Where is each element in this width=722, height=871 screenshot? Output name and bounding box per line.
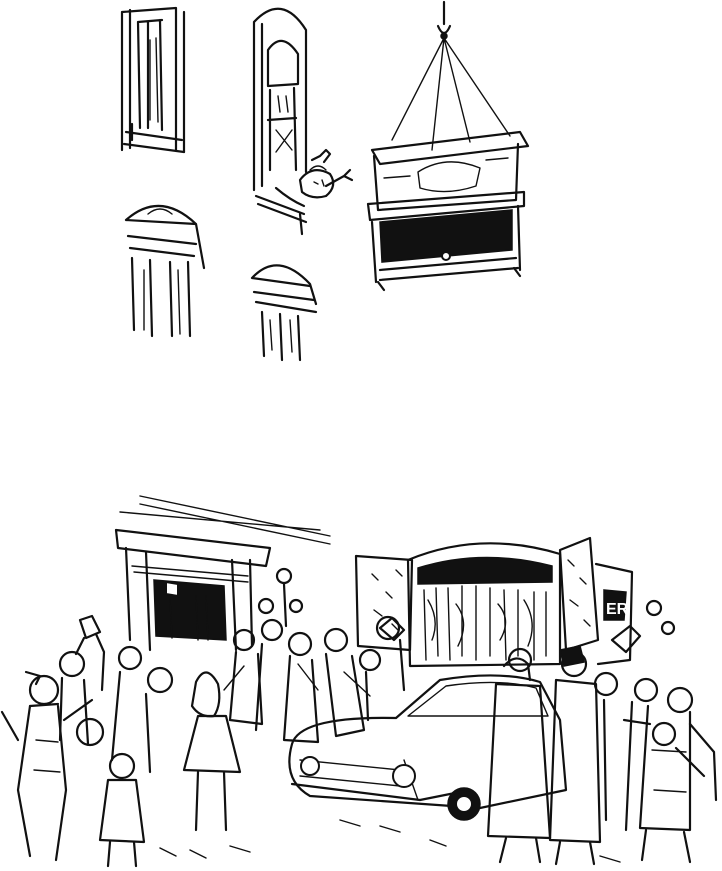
building-window-mid-right <box>250 264 318 362</box>
crowd-heads <box>75 615 694 747</box>
hoisted-piano-group <box>366 0 530 292</box>
building-wall-lines <box>119 495 331 545</box>
building-window-top-left <box>120 6 186 154</box>
crane-hook-icon <box>436 0 452 40</box>
person-man-long-coat <box>486 657 552 864</box>
ground-hatching <box>159 819 621 863</box>
crowd-bodies <box>110 638 406 774</box>
man-in-window-figure <box>274 148 354 208</box>
building-window-with-man <box>252 7 354 236</box>
truck-sign-text: ER <box>606 601 629 618</box>
car <box>288 674 568 821</box>
person-group-right <box>602 698 718 864</box>
car-headlight-left <box>300 756 320 776</box>
upright-piano <box>366 130 530 292</box>
person-child-front-left <box>98 752 146 868</box>
raised-cameras-and-signs <box>257 567 676 654</box>
person-left-waving <box>0 670 94 862</box>
hoist-cables <box>391 37 511 151</box>
building-window-mid-left <box>124 204 206 338</box>
person-photographer-right <box>548 645 602 866</box>
top-scene <box>120 0 530 362</box>
building-doorway <box>114 528 272 652</box>
moving-truck: ER <box>354 536 634 668</box>
bottom-scene: ER <box>0 495 718 868</box>
person-woman-long-hair <box>182 671 242 832</box>
car-headlight-right <box>392 764 416 788</box>
person-photographer-left <box>58 614 106 746</box>
crowd-of-people <box>0 567 718 868</box>
